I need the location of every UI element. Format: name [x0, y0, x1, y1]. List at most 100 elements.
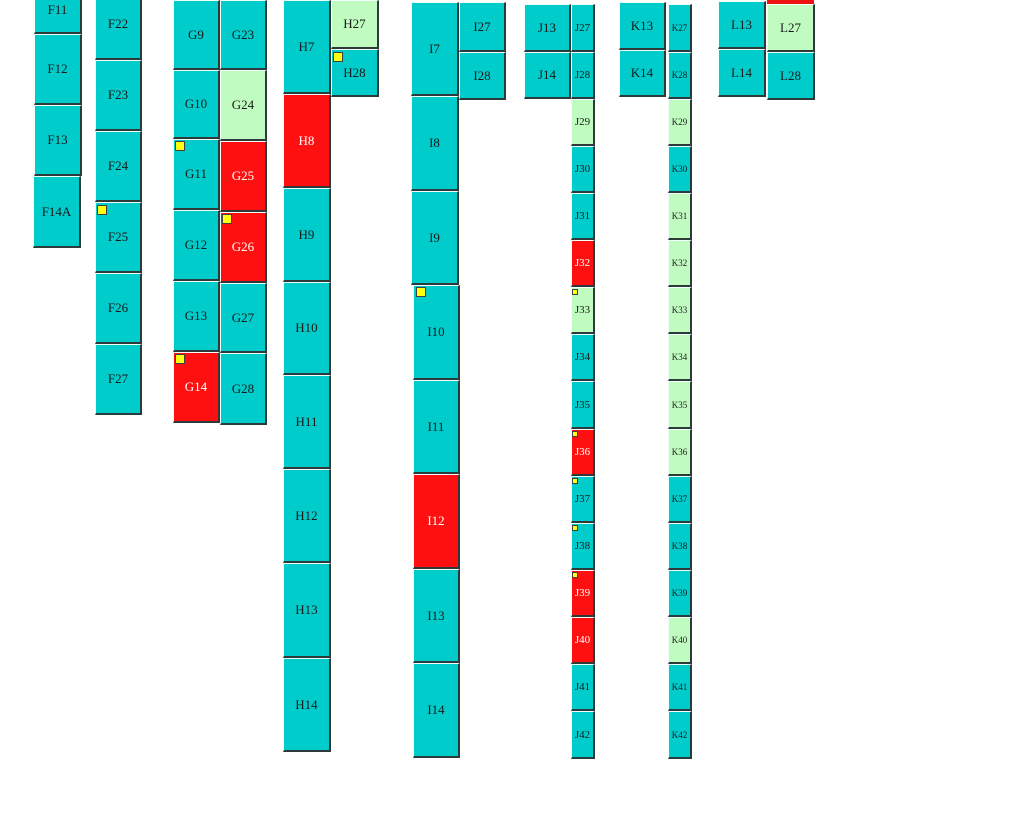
- slot-H14[interactable]: H14: [283, 658, 331, 752]
- slot-H10[interactable]: H10: [283, 282, 331, 375]
- slot-J42[interactable]: J42: [571, 711, 595, 759]
- slot-F27[interactable]: F27: [95, 344, 142, 415]
- slot-J27[interactable]: J27: [571, 4, 595, 52]
- slot-G25[interactable]: G25: [220, 141, 267, 212]
- slot-I10[interactable]: I10: [413, 285, 460, 380]
- slot-J13[interactable]: J13: [524, 4, 571, 52]
- slot-label: J32: [574, 257, 591, 269]
- slot-G24[interactable]: G24: [220, 70, 267, 141]
- slot-label: H8: [298, 132, 315, 148]
- slot-K33[interactable]: K33: [668, 287, 692, 334]
- slot-J32[interactable]: J32: [571, 240, 595, 287]
- slot-K29[interactable]: K29: [668, 99, 692, 146]
- slot-H11[interactable]: H11: [283, 375, 331, 469]
- slot-label: K29: [671, 117, 688, 127]
- slot-J30[interactable]: J30: [571, 146, 595, 193]
- slot-K38[interactable]: K38: [668, 523, 692, 570]
- slot-F22[interactable]: F22: [95, 0, 142, 60]
- slot-J34[interactable]: J34: [571, 334, 595, 381]
- slot-label: H12: [295, 507, 318, 523]
- slot-K14[interactable]: K14: [619, 50, 666, 97]
- slot-J36[interactable]: J36: [571, 429, 595, 476]
- slot-I7[interactable]: I7: [411, 2, 459, 96]
- slot-F13[interactable]: F13: [34, 105, 82, 176]
- slot-K37[interactable]: K37: [668, 476, 692, 523]
- slot-G9[interactable]: G9: [173, 0, 220, 70]
- slot-F12[interactable]: F12: [34, 34, 82, 105]
- slot-H8[interactable]: H8: [283, 94, 331, 188]
- slot-label: K32: [671, 258, 688, 268]
- slot-I11[interactable]: I11: [413, 380, 460, 474]
- slot-K27[interactable]: K27: [668, 4, 692, 52]
- slot-label: J28: [574, 69, 591, 81]
- slot-label: J33: [574, 304, 591, 316]
- slot-L27[interactable]: L27: [767, 4, 815, 52]
- slot-F26[interactable]: F26: [95, 273, 142, 344]
- flag-marker: [175, 354, 185, 364]
- slot-label: K35: [671, 399, 688, 410]
- flag-marker: [416, 287, 426, 297]
- slot-J41[interactable]: J41: [571, 664, 595, 711]
- slot-H13[interactable]: H13: [283, 563, 331, 658]
- slot-I27[interactable]: I27: [459, 2, 506, 52]
- slot-H27[interactable]: H27: [331, 0, 379, 49]
- slot-I9[interactable]: I9: [411, 191, 459, 285]
- slot-label: I14: [427, 702, 445, 717]
- slot-L28[interactable]: L28: [767, 52, 815, 100]
- slot-I8[interactable]: I8: [411, 96, 459, 191]
- slot-G12[interactable]: G12: [173, 210, 220, 281]
- slot-K13[interactable]: K13: [619, 2, 666, 50]
- slot-F23[interactable]: F23: [95, 60, 142, 131]
- slot-label: H28: [343, 64, 366, 80]
- slot-H9[interactable]: H9: [283, 188, 331, 282]
- slot-label: I12: [427, 513, 445, 528]
- slot-label: K31: [671, 211, 688, 221]
- slot-J28[interactable]: J28: [571, 52, 595, 99]
- slot-K31[interactable]: K31: [668, 193, 692, 240]
- slot-H7[interactable]: H7: [283, 0, 331, 94]
- slot-label: I8: [429, 135, 440, 150]
- slot-G23[interactable]: G23: [220, 0, 267, 70]
- slot-label: G25: [231, 168, 255, 183]
- slot-K39[interactable]: K39: [668, 570, 692, 617]
- slot-G13[interactable]: G13: [173, 281, 220, 352]
- slot-G28[interactable]: G28: [220, 353, 267, 425]
- slot-I13[interactable]: I13: [413, 569, 460, 663]
- slot-F14A[interactable]: F14A: [33, 176, 81, 248]
- flag-marker: [572, 431, 578, 437]
- slot-label: I10: [427, 324, 445, 339]
- slot-J14[interactable]: J14: [524, 52, 571, 99]
- slot-J31[interactable]: J31: [571, 193, 595, 240]
- slot-label: H10: [295, 320, 318, 335]
- slot-K36[interactable]: K36: [668, 429, 692, 476]
- slot-label: G26: [231, 239, 255, 254]
- slot-I28[interactable]: I28: [459, 52, 506, 100]
- slot-label: F24: [107, 158, 129, 173]
- slot-K40[interactable]: K40: [668, 617, 692, 664]
- slot-L14[interactable]: L14: [718, 49, 766, 97]
- slot-label: K14: [630, 65, 654, 80]
- slot-K28[interactable]: K28: [668, 52, 692, 99]
- slot-H12[interactable]: H12: [283, 469, 331, 563]
- slot-F24[interactable]: F24: [95, 131, 142, 202]
- slot-F25[interactable]: F25: [95, 202, 142, 273]
- slot-K35[interactable]: K35: [668, 381, 692, 429]
- slot-I14[interactable]: I14: [413, 663, 460, 758]
- slot-I12[interactable]: I12: [413, 474, 460, 569]
- slot-label: H7: [298, 38, 315, 54]
- slot-K32[interactable]: K32: [668, 240, 692, 287]
- slot-F11[interactable]: F11: [34, 0, 82, 34]
- slot-K42[interactable]: K42: [668, 711, 692, 759]
- slot-label: H13: [295, 602, 318, 617]
- slot-G10[interactable]: G10: [173, 70, 220, 139]
- slot-label: I28: [473, 67, 491, 83]
- slot-K34[interactable]: K34: [668, 334, 692, 381]
- slot-G27[interactable]: G27: [220, 283, 267, 353]
- slot-K41[interactable]: K41: [668, 664, 692, 711]
- slot-L13[interactable]: L13: [718, 1, 766, 49]
- slot-J29[interactable]: J29: [571, 99, 595, 146]
- slot-K30[interactable]: K30: [668, 146, 692, 193]
- slot-label: I9: [429, 229, 440, 245]
- slot-J35[interactable]: J35: [571, 381, 595, 429]
- slot-J40[interactable]: J40: [571, 617, 595, 664]
